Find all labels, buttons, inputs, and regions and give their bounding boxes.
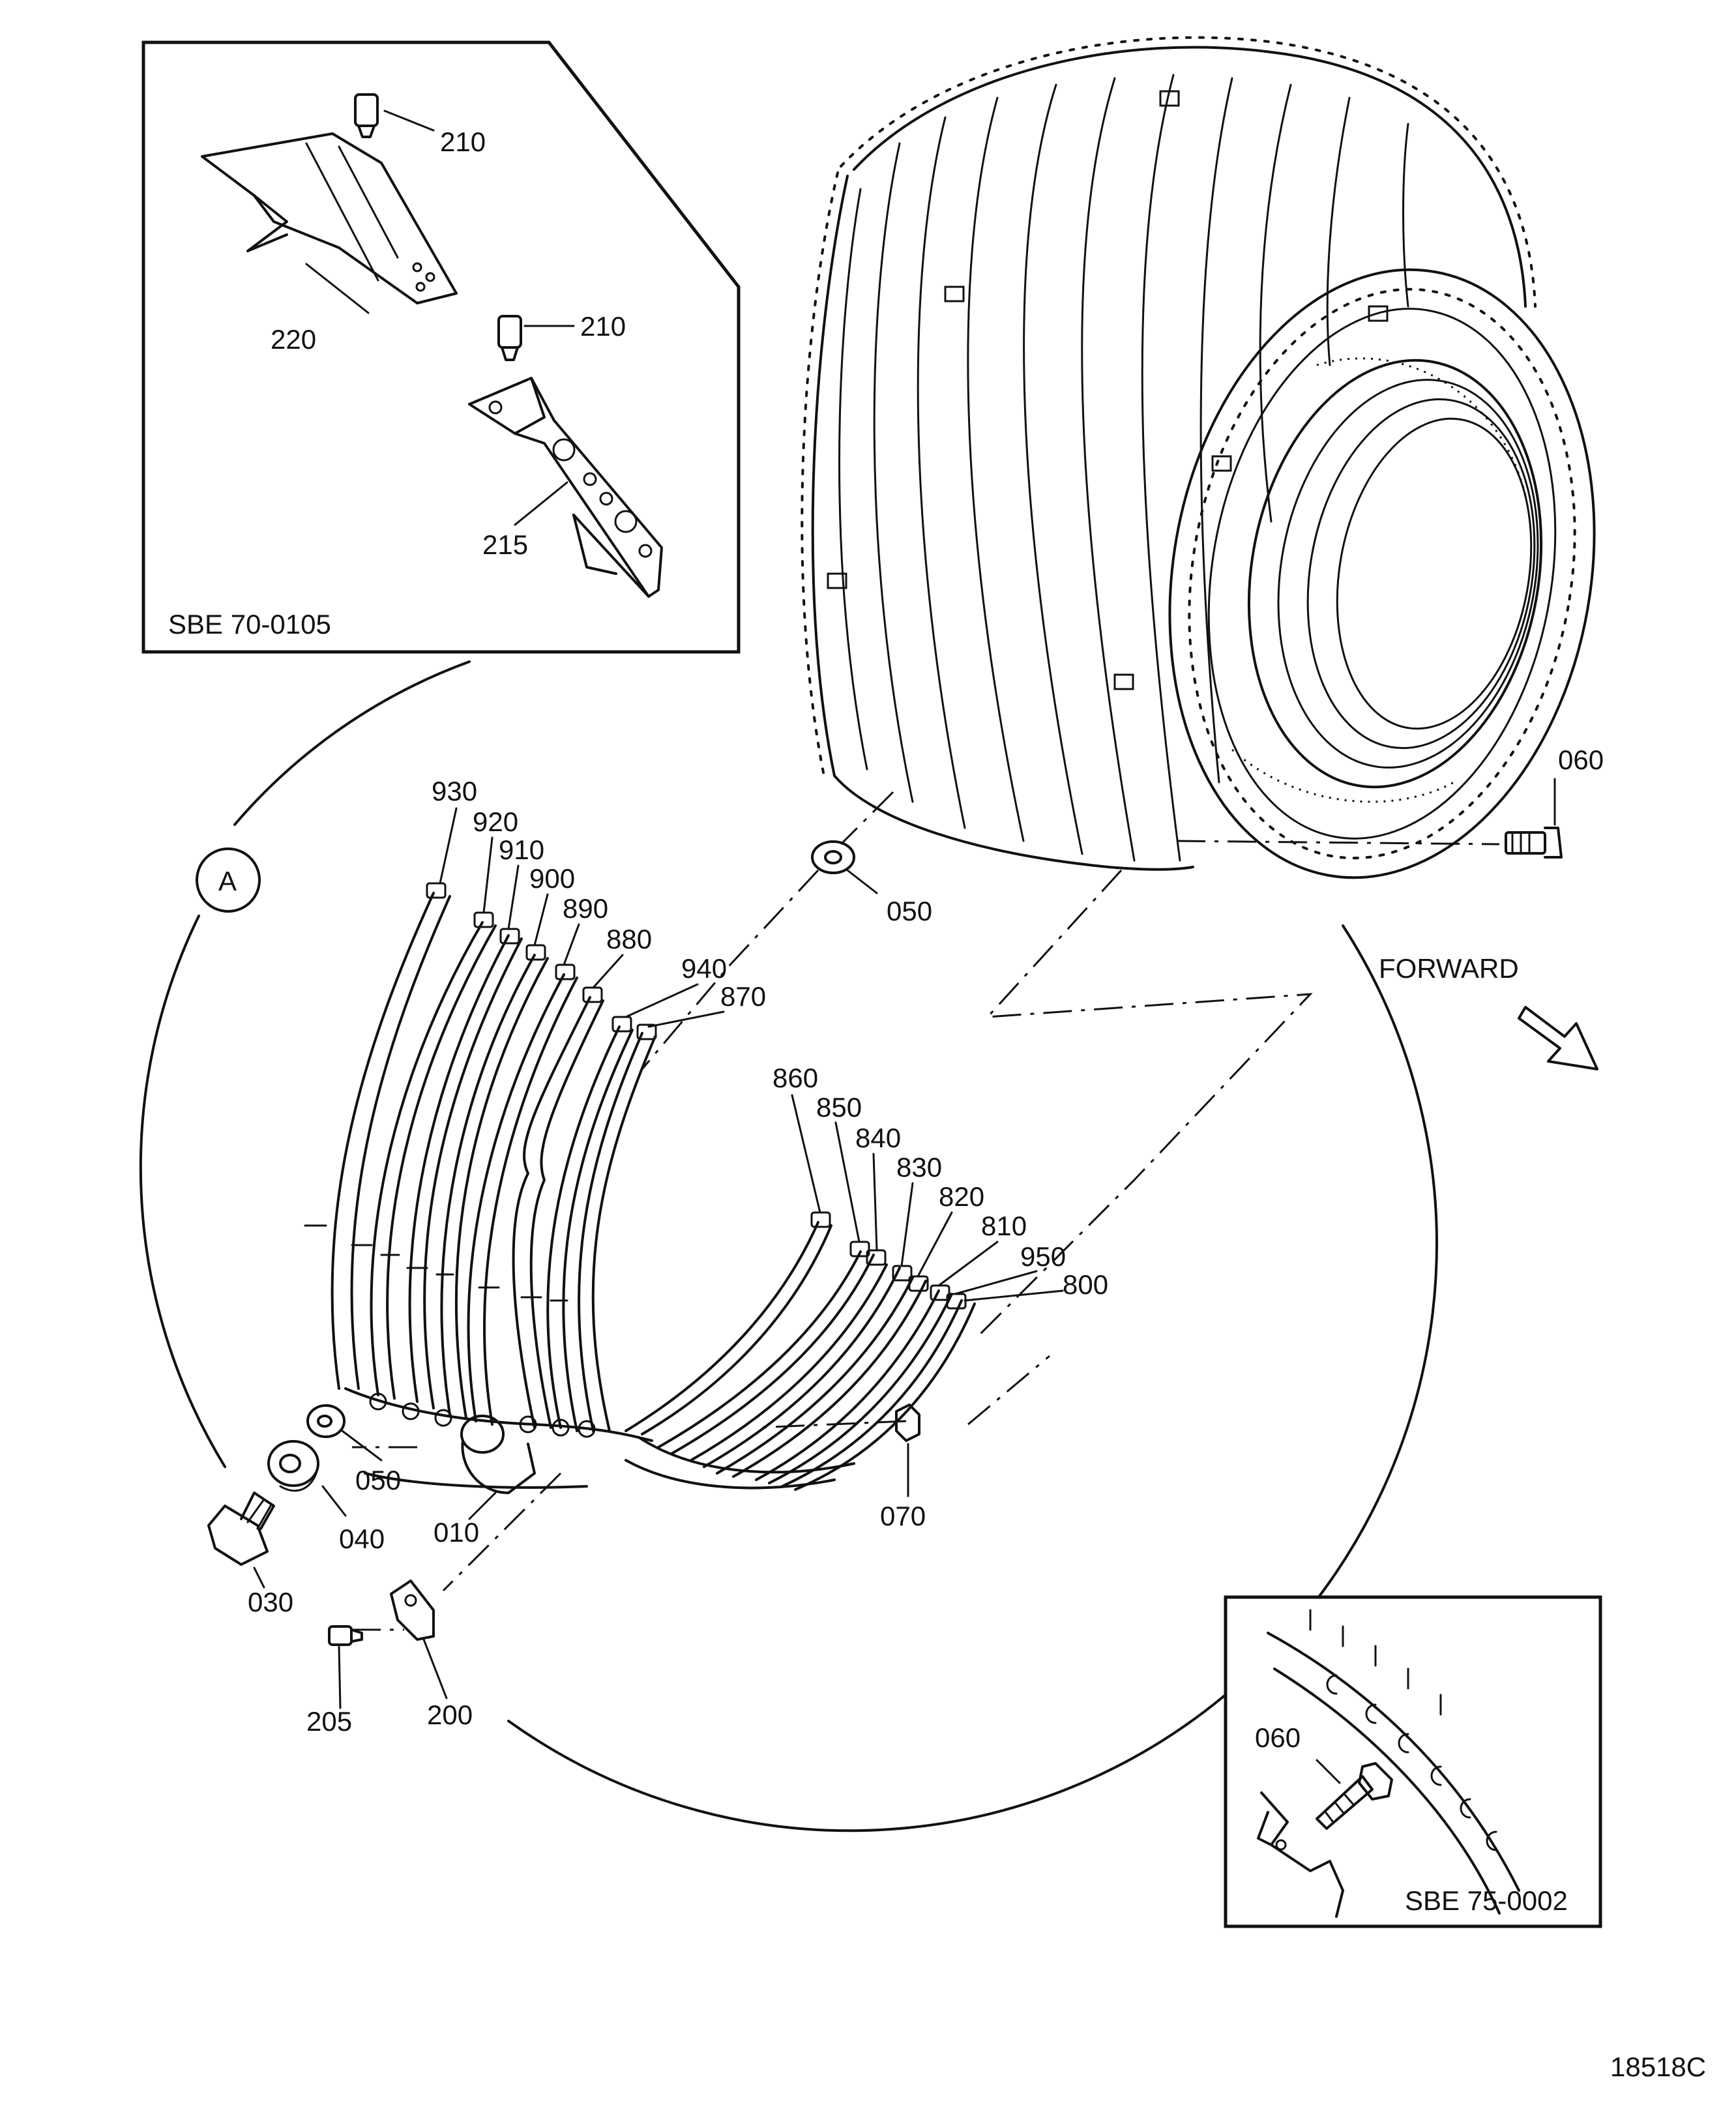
part-label-930: 930 (432, 776, 477, 806)
part-label-830: 830 (896, 1152, 942, 1183)
inset-top-caption: SBE 70-0105 (168, 609, 331, 640)
part-label-950: 950 (1020, 1241, 1066, 1272)
part-210-rivet-icon (354, 93, 435, 138)
part-label-205: 205 (306, 1706, 352, 1737)
part-070-nut-icon (895, 1404, 920, 1497)
part-label-200: 200 (427, 1699, 473, 1730)
part-200-bracket-icon (390, 1580, 448, 1699)
part-060-bolt-icon (1505, 778, 1563, 859)
part-label-860: 860 (772, 1063, 818, 1093)
forward-arrow-icon (1518, 1006, 1598, 1070)
part-label-890: 890 (563, 893, 608, 924)
part-050-washer-icon (811, 840, 878, 894)
part-label-070: 070 (880, 1501, 926, 1531)
leader-lines (439, 807, 1064, 1302)
part-label-040: 040 (339, 1523, 385, 1554)
part-label-810: 810 (981, 1211, 1027, 1241)
figure-number: 18518C (1610, 2052, 1706, 2082)
part-label-910: 910 (499, 834, 544, 865)
part-label-900: 900 (529, 863, 575, 894)
inset-top-label-2: 220 (271, 324, 316, 355)
part-010-elbow-fitting-icon (460, 1415, 536, 1520)
inset-bottom: 060 SBE 75-0002 (1224, 1595, 1602, 1928)
part-label-870: 870 (720, 981, 766, 1012)
assembly-lines (352, 791, 1500, 1631)
part-label-850: 850 (816, 1092, 862, 1123)
part-label-940: 940 (681, 953, 727, 984)
part-label-050-top: 050 (887, 896, 932, 926)
part-label-010: 010 (434, 1517, 479, 1548)
inset-bottom-caption: SBE 75-0002 (1405, 1885, 1568, 1916)
part-label-800: 800 (1063, 1269, 1108, 1300)
part-220-bracket-icon (201, 132, 458, 314)
part-label-880: 880 (606, 924, 652, 954)
direction-label: FORWARD (1379, 953, 1519, 984)
part-210-rivet-icon-2 (497, 315, 575, 361)
engine-casing-illustration (801, 36, 1596, 879)
inset-top-frame (141, 40, 741, 654)
inset-top-label-3: 210 (580, 311, 626, 342)
part-label-030: 030 (248, 1587, 293, 1617)
main-part-labels: 930 920 910 900 890 880 940 870 050 060 … (248, 744, 1604, 1737)
inset-top-label-1: 210 (440, 126, 486, 157)
part-030-bolt-icon (207, 1492, 275, 1589)
callout-letter: A (218, 866, 237, 896)
part-label-920: 920 (473, 806, 518, 837)
part-205-rivet-icon (328, 1625, 363, 1709)
part-label-060: 060 (1558, 744, 1604, 775)
part-040-washer-icon (267, 1440, 347, 1517)
part-050-washer-icon-2 (306, 1404, 383, 1462)
part-label-840: 840 (855, 1123, 901, 1153)
inset-bottom-frame (1224, 1595, 1602, 1928)
inset-top-label-4: 215 (482, 529, 528, 560)
part-215-bracket-icon (468, 377, 663, 598)
callout-circle-a (196, 847, 261, 913)
inset-bottom-label: 060 (1255, 1722, 1301, 1753)
part-label-820: 820 (939, 1181, 984, 1212)
part-label-050-left: 050 (355, 1465, 401, 1495)
inset-top: 210 220 210 215 SBE 70-0105 (141, 40, 741, 654)
tube-bundle (304, 882, 976, 1491)
